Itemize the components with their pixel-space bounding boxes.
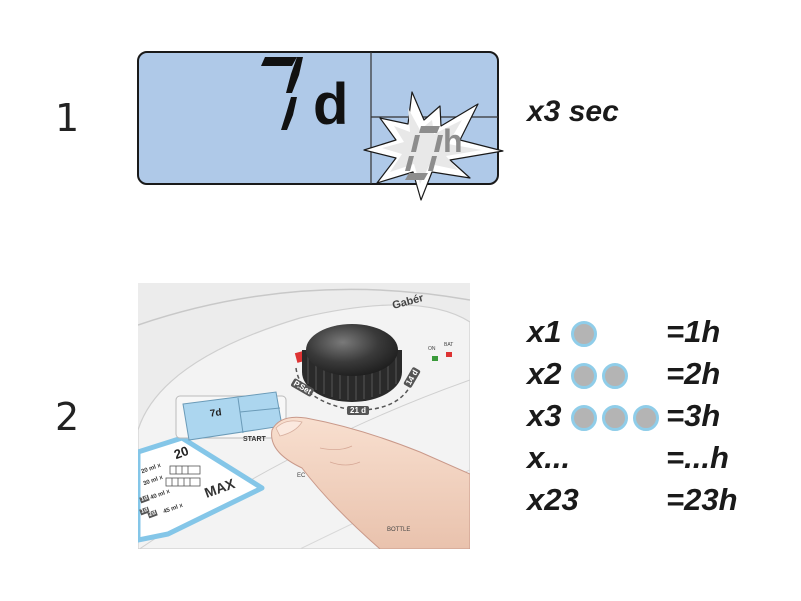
step-1-number: 1 xyxy=(55,96,80,140)
lower-label-bottle: BOTTLE xyxy=(387,527,411,533)
indicator-label-bat: BAT xyxy=(444,342,454,348)
finger xyxy=(271,416,470,549)
legend-dot xyxy=(602,405,628,431)
legend-dot xyxy=(571,405,597,431)
legend-press-1: x1 xyxy=(527,314,562,349)
badge-area xyxy=(138,435,265,543)
legend-result-5: =23h xyxy=(666,482,738,517)
knob-top xyxy=(306,324,398,376)
legend-result-4: =...h xyxy=(666,440,729,475)
legend-dot xyxy=(633,405,659,431)
step-2-number: 2 xyxy=(55,395,80,439)
device-outline xyxy=(138,288,470,326)
lcd-digit-seven xyxy=(261,57,303,130)
lcd-unit-days: d xyxy=(313,72,349,137)
legend-press-4: x... xyxy=(527,440,571,475)
panel-display-value: 7d xyxy=(209,407,223,420)
badge-bars xyxy=(165,465,201,487)
legend-press-3: x3 xyxy=(527,398,562,433)
lcd-flash-unit-hours: h xyxy=(443,123,463,159)
legend-dot xyxy=(571,363,597,389)
lcd-flash-digit-segments xyxy=(405,126,443,180)
start-button-label: START xyxy=(243,436,266,443)
legend-result-1: =1h xyxy=(666,314,721,349)
legend-result-3: =3h xyxy=(666,398,721,433)
legend-press-2: x2 xyxy=(527,356,562,391)
hold-instruction: x3 sec xyxy=(527,95,619,128)
legend-result-2: =2h xyxy=(666,356,721,391)
legend-dot xyxy=(571,321,597,347)
legend-press-5: x23 xyxy=(527,482,579,517)
legend-dot xyxy=(602,363,628,389)
dial-label-21d: 21 d xyxy=(347,406,370,415)
indicator-label-on: ON xyxy=(428,346,436,352)
lower-label-ec: EC xyxy=(297,473,306,479)
